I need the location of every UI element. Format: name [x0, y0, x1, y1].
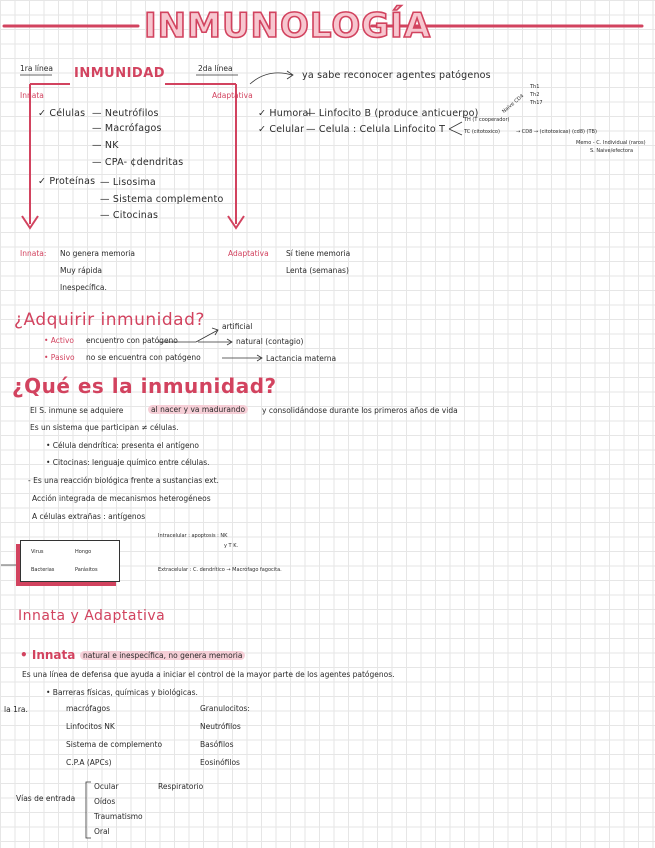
cell-neutrophils: — Neutrófilos — [92, 108, 159, 119]
th2-label: Th2 — [530, 92, 540, 98]
route-ocular: Ocular — [94, 782, 119, 791]
what-line-1b: al nacer y va madurando — [148, 405, 249, 414]
col1-item-4: C.P.A (APCs) — [66, 758, 112, 767]
what-line-3: • Célula dendrítica: presenta el antígen… — [46, 441, 199, 450]
what-line-5: - Es una reacción biológica frente a sus… — [28, 476, 219, 485]
extracellular-note: Extracelular : C. dendrítico → Macrófago… — [158, 567, 282, 573]
th17-label: Th17 — [530, 100, 543, 106]
protein-complement: — Sistema complemento — [100, 194, 224, 205]
humoral-desc: — Linfocito B (produce anticuerpo) — [306, 108, 479, 119]
route-trauma: Traumatismo — [94, 812, 143, 821]
col2-item-3: Basófilos — [200, 740, 234, 749]
col2-item-1: Granulocitos: — [200, 704, 250, 713]
route-oral: Oral — [94, 827, 110, 836]
box-fungus: Hongo — [75, 549, 92, 555]
lactation-label: Lactancia materna — [266, 354, 337, 363]
innate-nonspecific: Inespecífica. — [60, 283, 107, 292]
proteins-item: ✓ Proteínas — [38, 176, 96, 187]
th1-label: Th1 — [530, 84, 540, 90]
cell-macrophages: — Macrófagos — [92, 123, 162, 134]
page-title: INMUNOLOGÍA — [143, 5, 432, 47]
what-line-4: • Citocinas: lenguaje químico entre célu… — [46, 458, 210, 467]
cellular-item: ✓ Celular — [258, 124, 305, 135]
antigen-box: Virus Hongo Bacterias Parásitos — [20, 540, 120, 582]
cells-item: ✓ Células — [38, 108, 86, 119]
innate-no-memory: No genera memoria — [60, 249, 135, 258]
knows-pathogens-text: ya sabe reconocer agentes patógenos — [302, 70, 491, 81]
what-line-1a: El S. inmune se adquiere — [30, 406, 124, 415]
protein-lysozyme: — Lisosima — [100, 177, 156, 188]
passive-text: no se encuentra con patógeno — [86, 353, 201, 362]
innate-adaptive-heading: Innata y Adaptativa — [18, 608, 166, 624]
innate-compare-label: Innata: — [20, 249, 47, 258]
first-line-label: 1ra línea — [20, 64, 53, 73]
th-cooperator: TH (T cooperador) — [464, 117, 510, 123]
barriers-line: • Barreras físicas, químicas y biológica… — [46, 688, 198, 697]
box-parasites: Parásitos — [75, 567, 98, 573]
adaptive-slow: Lenta (semanas) — [286, 266, 349, 275]
adaptive-label: Adaptativa — [212, 91, 253, 100]
what-line-6: Acción integrada de mecanismos heterogén… — [32, 494, 211, 503]
box-bacteria: Bacterias — [31, 567, 55, 573]
first-line-note: la 1ra. — [4, 705, 28, 714]
innate-fast: Muy rápida — [60, 266, 102, 275]
innate-defense-line: Es una línea de defensa que ayuda a inic… — [22, 670, 395, 679]
cellular-desc: — Celula : Celula Linfocito T — [306, 124, 446, 135]
col2-item-2: Neutrófilos — [200, 722, 241, 731]
route-respiratory: Respiratorio — [158, 782, 204, 791]
protein-cytokines: — Citocinas — [100, 210, 159, 221]
col1-item-2: Linfocitos NK — [66, 722, 115, 731]
what-line-2: Es un sistema que participan ≠ células. — [30, 423, 179, 432]
intracellular-note: Intracelular : apoptosis : NK — [158, 533, 228, 539]
active-label: • Activo — [44, 336, 74, 345]
innata-description: natural e inespecífica, no genera memori… — [80, 651, 246, 660]
cd8-chain: → CD8 → (citotoxicas) (cd8) (TB) — [516, 129, 597, 135]
col1-item-1: macrófagos — [66, 704, 111, 713]
tc-cytotoxic: TC (citotoxico) — [464, 129, 500, 135]
cell-nk: — NK — [92, 140, 119, 151]
second-line-label: 2da línea — [198, 64, 233, 73]
artificial-label: artificial — [222, 322, 253, 331]
col1-item-3: Sistema de complemento — [66, 740, 163, 749]
box-virus: Virus — [31, 549, 44, 555]
immunity-heading: INMUNIDAD — [74, 66, 166, 81]
memory-note-1: Memo - C. Individual (raros) — [576, 140, 646, 146]
acquire-heading: ¿Adquirir inmunidad? — [14, 310, 205, 330]
passive-label: • Pasivo — [44, 353, 75, 362]
entry-routes-label: Vías de entrada — [16, 794, 76, 803]
natural-label: natural (contagio) — [236, 337, 304, 346]
innata-bullet: • Innata — [20, 648, 76, 662]
adaptive-compare-label: Adaptativa — [228, 249, 269, 258]
adaptive-memory: Sí tiene memoria — [286, 249, 351, 258]
humoral-item: ✓ Humoral — [258, 108, 312, 119]
cell-cpa: — CPA- ¢dendritas — [92, 157, 184, 168]
intracellular-note-2: y T K. — [224, 543, 239, 549]
route-ears: Oídos — [94, 797, 116, 806]
memory-note-2: S. Naive/efectora — [590, 148, 634, 154]
col2-item-4: Eosinófilos — [200, 758, 240, 767]
what-line-1c: y consolidándose durante los primeros añ… — [262, 406, 458, 415]
what-heading: ¿Qué es la inmunidad? — [12, 374, 277, 398]
innate-label: Innata — [20, 91, 44, 100]
what-line-7: A células extrañas : antígenos — [32, 512, 146, 521]
active-text: encuentro con patógeno — [86, 336, 178, 345]
